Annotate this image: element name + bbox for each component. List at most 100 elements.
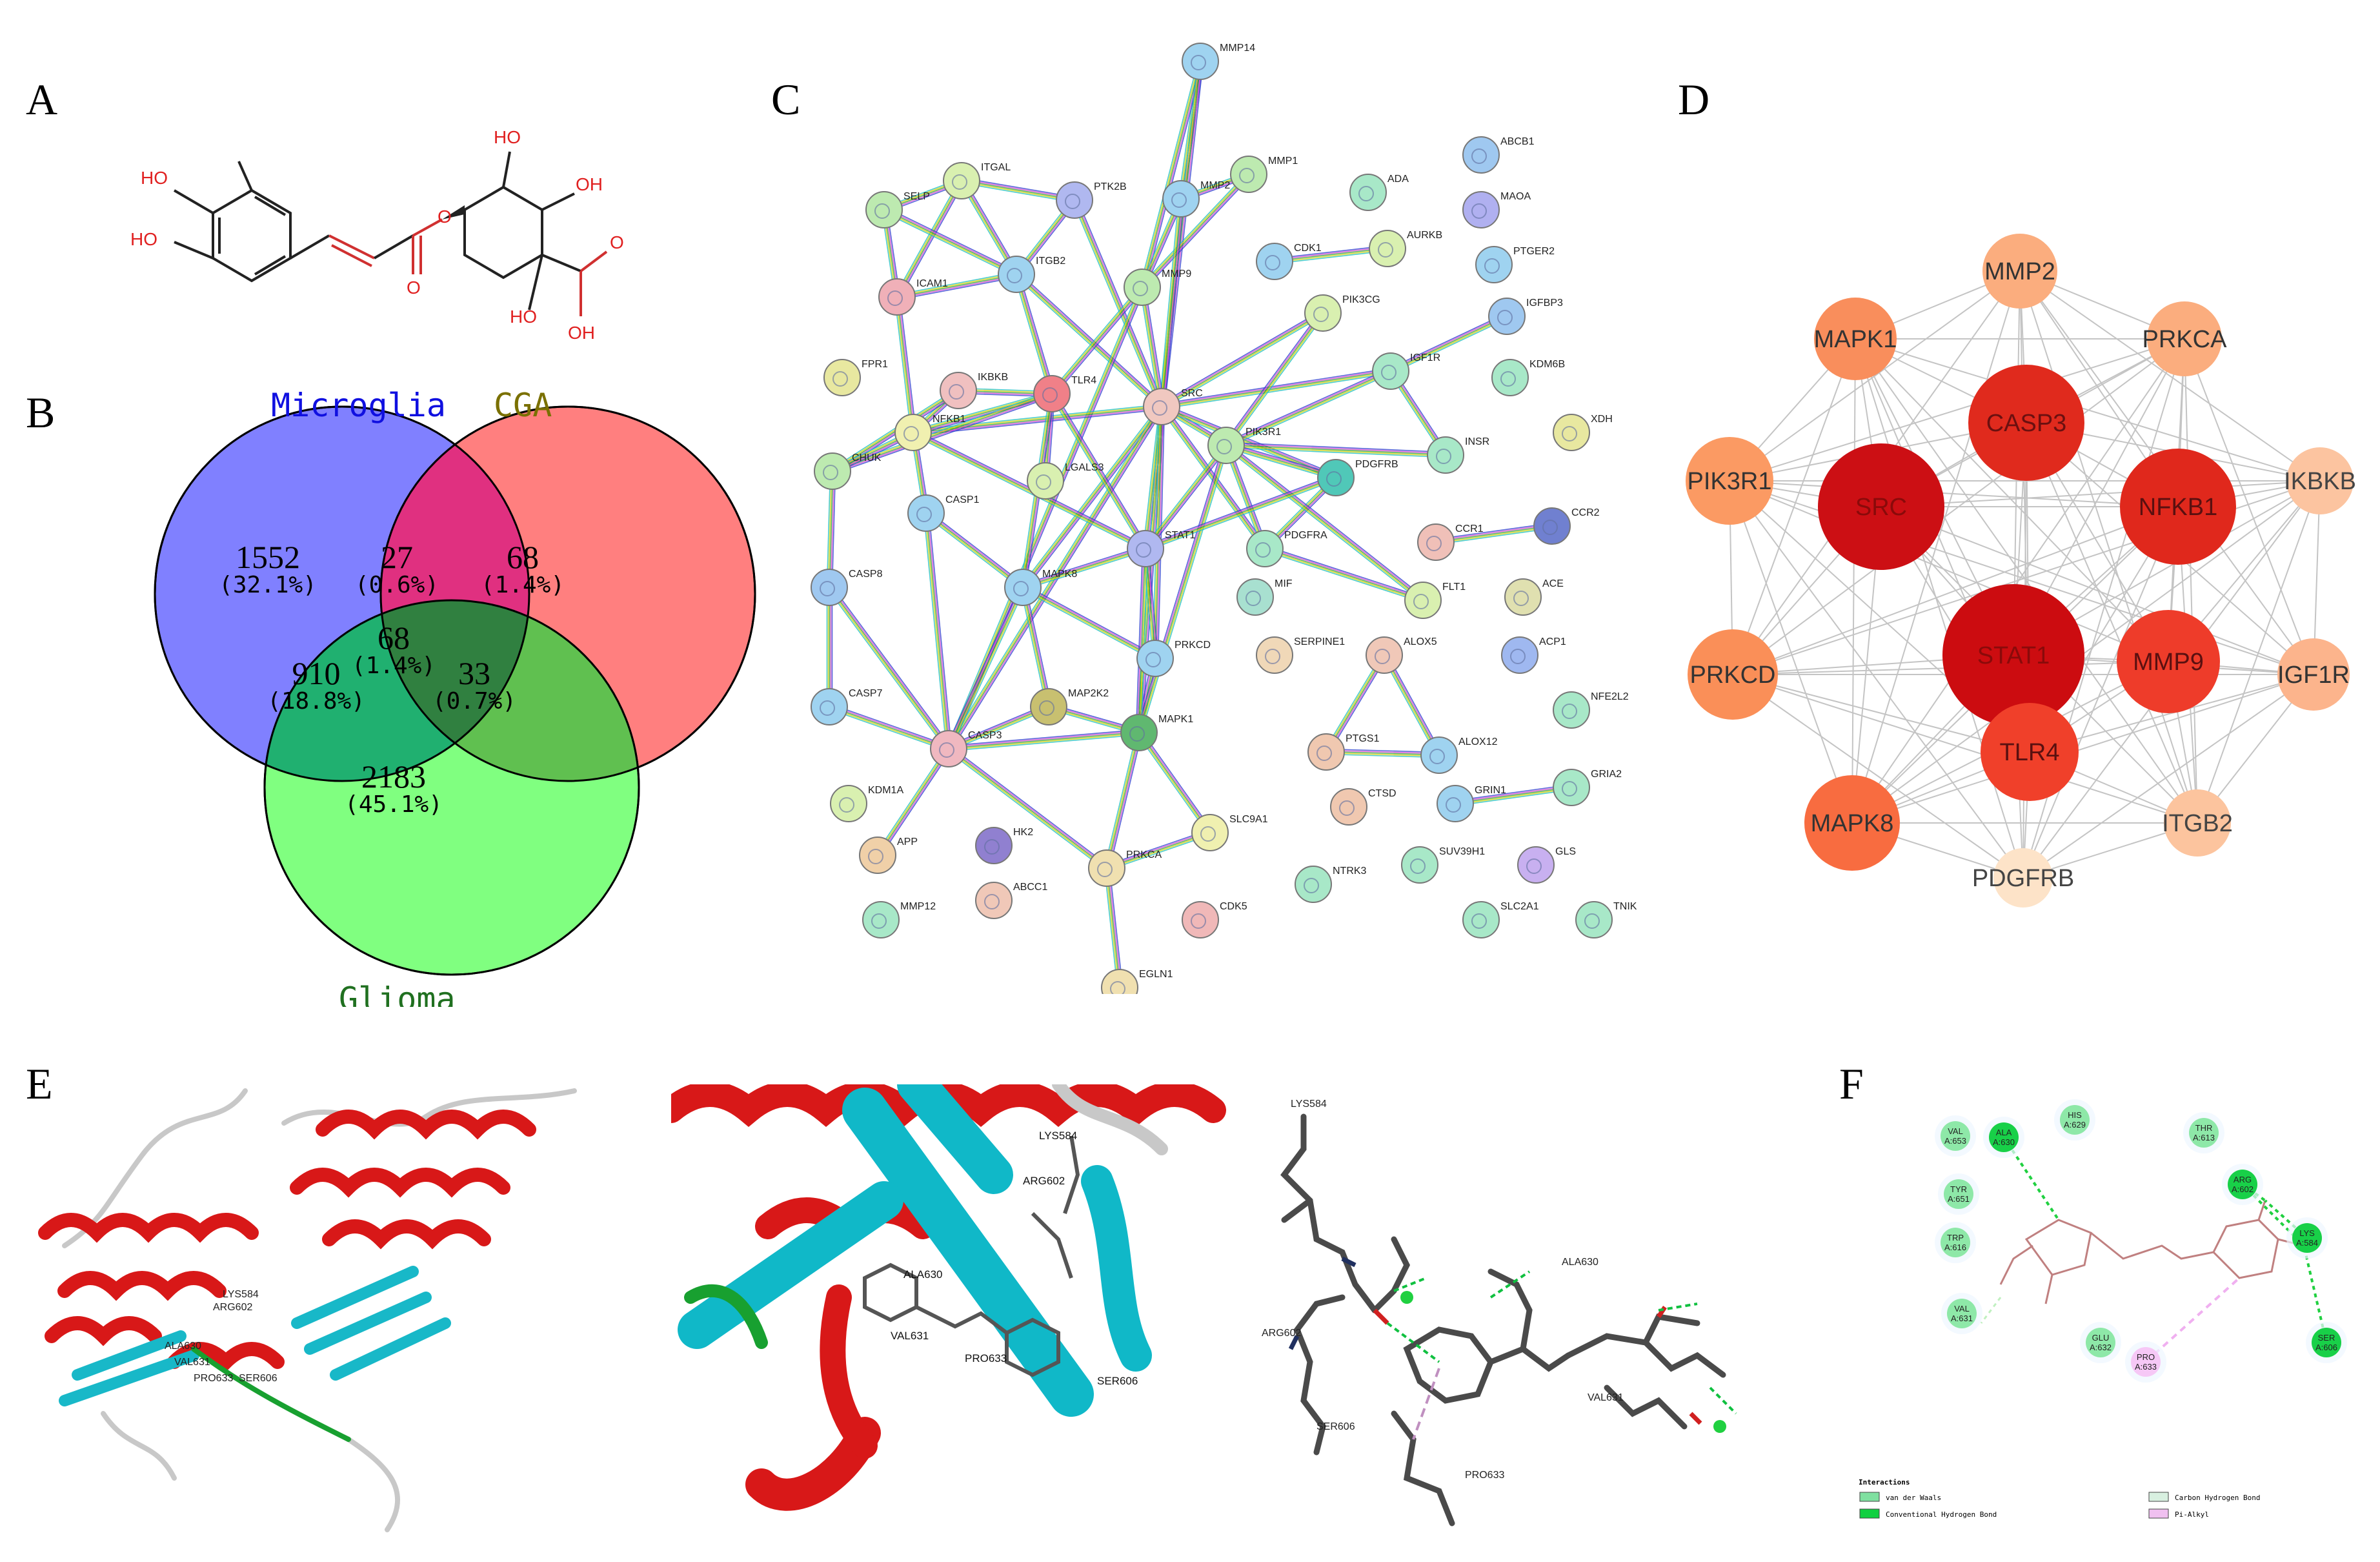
ppi-node-label: MIF [1275, 578, 1293, 589]
ppi-node[interactable]: MMP2 [1162, 180, 1230, 218]
hub-node[interactable]: IKBKB [2284, 447, 2356, 514]
ppi-node[interactable]: CHUK [814, 452, 882, 490]
ppi-node[interactable]: TLR4 [1033, 375, 1096, 412]
hub-node[interactable]: MAPK1 [1814, 298, 1897, 380]
ppi-node[interactable]: FLT1 [1404, 582, 1466, 619]
ppi-node[interactable]: GLS [1517, 846, 1576, 884]
ppi-node[interactable]: SUV39H1 [1401, 846, 1485, 884]
ppi-node[interactable]: APP [859, 837, 918, 874]
ppi-node[interactable]: GRIA2 [1553, 769, 1622, 806]
ppi-node[interactable]: SLC9A1 [1191, 814, 1268, 851]
ppi-node-label: CCR2 [1571, 507, 1600, 518]
legend-swatch [1859, 1492, 1880, 1502]
ppi-node[interactable]: NFE2L2 [1553, 691, 1629, 729]
hub-node[interactable]: MAPK8 [1804, 775, 1900, 871]
venn-pct: (1.4%) [481, 572, 565, 598]
hub-node[interactable]: TLR4 [1981, 703, 2079, 801]
hub-node-label: CASP3 [1986, 410, 2067, 437]
ppi-node[interactable]: HK2 [975, 827, 1033, 864]
hub-node[interactable]: MMP9 [2117, 610, 2220, 713]
hub-node[interactable]: CASP3 [1968, 365, 2084, 481]
ppi-node[interactable]: CDK1 [1256, 243, 1322, 280]
ppi-node[interactable]: PRKCD [1136, 640, 1211, 677]
ppi-node[interactable]: PRKCA [1088, 849, 1162, 887]
ppi-node[interactable]: MAPK8 [1004, 569, 1077, 606]
ppi-node[interactable]: SELP [865, 191, 930, 228]
ppi-node[interactable]: PIK3CG [1304, 294, 1380, 332]
ppi-node[interactable]: MMP1 [1230, 156, 1298, 193]
ppi-edge [1158, 198, 1185, 407]
ppi-node[interactable]: TNIK [1575, 901, 1637, 938]
ppi-node[interactable]: CTSD [1330, 788, 1397, 826]
ppi-node[interactable]: MAPK1 [1120, 714, 1193, 751]
ppi-node[interactable]: PTGS1 [1307, 733, 1380, 771]
ppi-edge [1160, 310, 1325, 409]
ppi-node[interactable]: INSR [1427, 436, 1489, 474]
ppi-node[interactable]: KDM6B [1491, 359, 1565, 396]
hub-node[interactable]: PRKCA [2143, 301, 2228, 376]
ppi-node[interactable]: PTK2B [1056, 181, 1127, 219]
ppi-node[interactable]: ACP1 [1501, 636, 1566, 674]
ppi-node[interactable]: XDH [1553, 414, 1613, 451]
ppi-node[interactable]: PDGFRA [1246, 530, 1327, 567]
ppi-node[interactable]: ITGAL [943, 162, 1011, 199]
ppi-node-label: PIK3CG [1342, 294, 1380, 305]
ppi-node[interactable]: MAOA [1462, 191, 1531, 228]
hub-node[interactable]: NFKB1 [2120, 449, 2236, 565]
ppi-node[interactable]: ALOX5 [1366, 636, 1437, 674]
hub-node[interactable]: PDGFRB [1972, 848, 2074, 908]
ppi-node[interactable]: SERPINE1 [1256, 636, 1345, 674]
hub-node[interactable]: ITGB2 [2162, 789, 2233, 857]
ppi-node[interactable]: CASP7 [811, 688, 883, 725]
ppi-node[interactable]: IKBKB [940, 372, 1008, 409]
ppi-node[interactable]: MMP9 [1124, 269, 1191, 306]
hub-node[interactable]: PRKCD [1688, 629, 1778, 720]
hub-node-label: MAPK1 [1814, 326, 1897, 353]
ppi-node[interactable]: CASP8 [811, 569, 883, 606]
hub-node-label: NFKB1 [2139, 494, 2217, 521]
hub-node[interactable]: SRC [1818, 443, 1944, 570]
ppi-node[interactable]: MMP12 [862, 901, 936, 938]
ppi-node[interactable]: NTRK3 [1295, 866, 1367, 903]
ppi-node[interactable]: SRC [1143, 388, 1203, 425]
ppi-node-label: FPR1 [862, 359, 888, 370]
ppi-node[interactable]: CDK5 [1182, 901, 1247, 938]
ppi-node[interactable]: KDM1A [830, 785, 903, 822]
ppi-node[interactable]: ALOX12 [1420, 736, 1498, 774]
ppi-node[interactable]: MAP2K2 [1030, 688, 1109, 725]
hub-node[interactable]: MMP2 [1982, 234, 2057, 309]
ppi-node[interactable]: CASP1 [907, 494, 980, 532]
ppi-node[interactable]: MMP14 [1182, 43, 1255, 80]
ppi-node[interactable]: IGFBP3 [1488, 298, 1563, 335]
hub-edge [1855, 338, 2321, 482]
ppi-node[interactable]: ABCC1 [975, 882, 1047, 919]
ppi-edge [1225, 441, 1337, 481]
ppi-node[interactable]: ITGB2 [998, 256, 1065, 293]
ppi-node[interactable]: GRIN1 [1437, 785, 1506, 822]
ppi-node[interactable]: CCR2 [1533, 507, 1600, 545]
ppi-node[interactable]: SLC2A1 [1462, 901, 1539, 938]
ppi-node[interactable]: ADA [1349, 174, 1409, 211]
ppi-node[interactable]: MIF [1236, 578, 1293, 616]
ppi-node[interactable]: LGALS3 [1027, 462, 1104, 500]
venn-title-glioma: Glioma [339, 980, 456, 1007]
ppi-node[interactable]: CASP3 [930, 730, 1002, 767]
ppi-node[interactable]: ABCB1 [1462, 136, 1535, 174]
ppi-node[interactable]: CCR1 [1417, 523, 1484, 561]
hub-node[interactable]: IGF1R [2277, 638, 2350, 711]
ppi-node-label: PDGFRB [1355, 459, 1398, 470]
hub-node[interactable]: PIK3R1 [1686, 437, 1773, 525]
ppi-node[interactable]: PTGER2 [1475, 246, 1555, 283]
ppi-node[interactable]: PIK3R1 [1207, 427, 1281, 464]
ppi-node[interactable]: EGLN1 [1101, 969, 1173, 994]
ppi-node[interactable]: ICAM1 [878, 278, 948, 316]
ppi-node[interactable]: NFKB1 [894, 414, 966, 451]
ppi-node[interactable]: PDGFRB [1317, 459, 1398, 496]
ppi-node[interactable]: ACE [1504, 578, 1564, 616]
ppi-node[interactable]: STAT1 [1127, 530, 1196, 567]
ppi-node[interactable]: FPR1 [823, 359, 888, 396]
ppi-node[interactable]: IGF1R [1372, 352, 1440, 390]
hub-node[interactable]: STAT1 [1942, 584, 2084, 726]
ppi-node[interactable]: AURKB [1369, 230, 1442, 267]
